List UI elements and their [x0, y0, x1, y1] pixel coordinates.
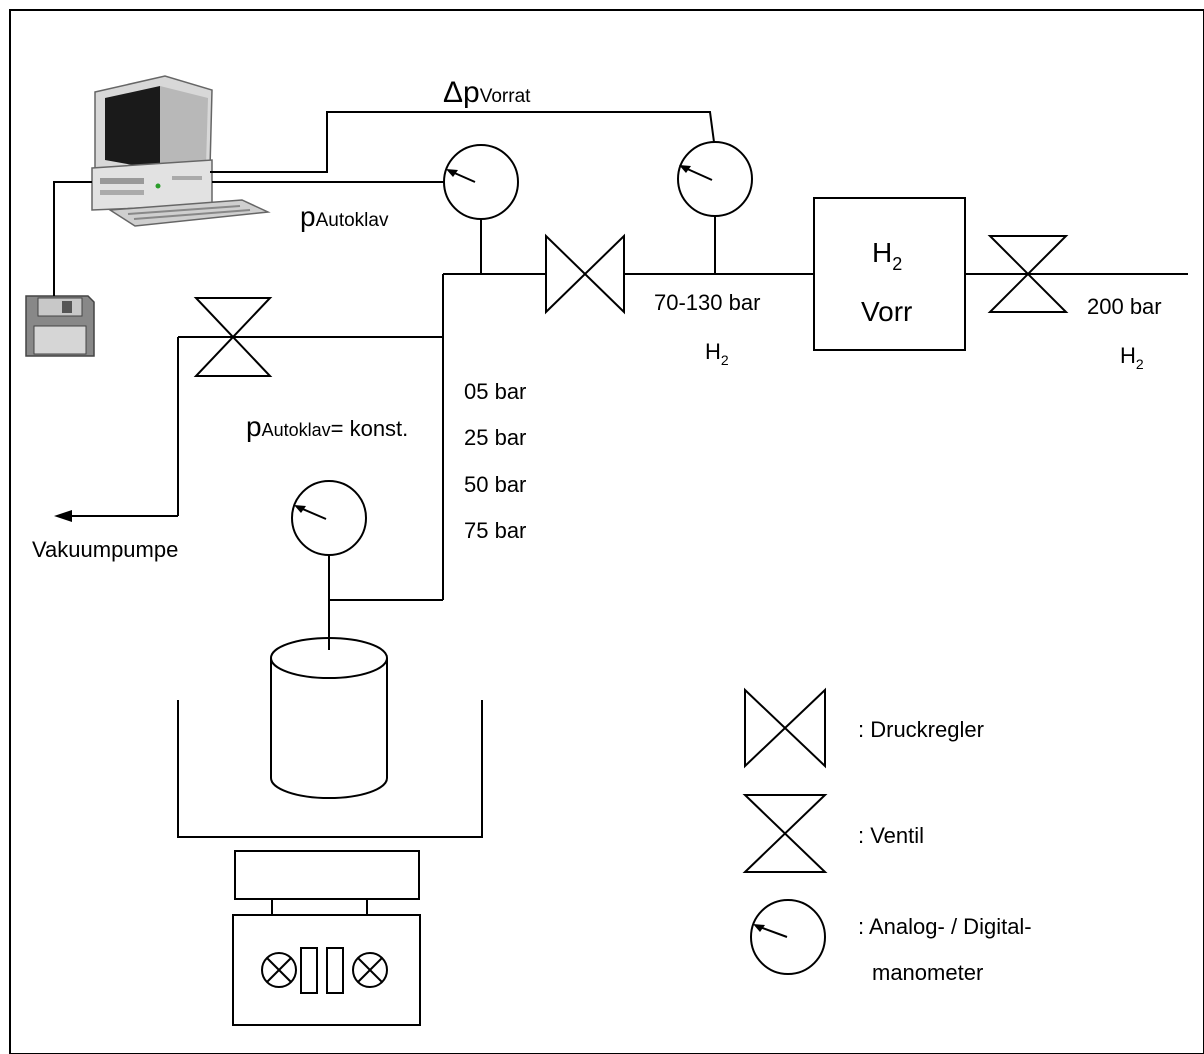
pressure-setting-3: 50 bar — [464, 472, 526, 497]
desktop-computer-icon — [91, 75, 271, 227]
pressure-gauge-icon — [443, 144, 519, 220]
pressure-regulator-icon — [744, 687, 826, 769]
pressure-setting-2: 25 bar — [464, 425, 526, 450]
knob-icon — [352, 952, 388, 988]
pressure-gauge-icon — [750, 899, 826, 975]
pressure-setting-1: 05 bar — [464, 379, 526, 404]
arrow-icon — [54, 510, 72, 522]
display-slot — [300, 947, 318, 994]
legend: : Druckregler : Ventil : Analog- / Digit… — [742, 687, 1032, 985]
pressure-regulator-icon — [545, 233, 625, 315]
vorr-label: Vorr — [861, 296, 912, 327]
supply-pressure-label: 200 bar — [1087, 294, 1162, 319]
valve-icon — [742, 794, 828, 873]
pressure-gauge-icon — [291, 480, 367, 556]
legend-manometer-label: : Analog- / Digital- — [858, 914, 1032, 939]
legend-manometer-label-2: manometer — [872, 960, 983, 985]
display-slot — [326, 947, 344, 994]
pressure-setting-4: 75 bar — [464, 518, 526, 543]
autoclave-vessel — [270, 600, 388, 799]
magnetic-stirrer — [232, 850, 421, 1026]
heating-bath — [177, 700, 483, 838]
supply-gas-label: H2 — [1120, 343, 1144, 372]
p-autoklav-label: pAutoklav — [300, 201, 389, 232]
p-autoklav-konst-label: pAutoklav= konst. — [246, 411, 408, 442]
pipe-lines — [64, 216, 1188, 650]
valve-icon — [193, 297, 273, 377]
floppy-disk-icon — [25, 295, 95, 357]
h2-box-label: H2 — [872, 237, 902, 274]
legend-ventil-label: : Ventil — [858, 823, 924, 848]
delta-p-vorrat-label: ΔpVorrat — [443, 76, 531, 109]
valve-icon — [987, 235, 1069, 313]
mid-pressure-label: 70-130 bar — [654, 290, 760, 315]
legend-druckregler-label: : Druckregler — [858, 717, 984, 742]
h2-storage-box — [813, 197, 966, 351]
mid-gas-label: H2 — [705, 339, 729, 368]
pressure-gauge-icon — [677, 141, 753, 217]
vakuumpumpe-label: Vakuumpumpe — [32, 537, 178, 562]
knob-icon — [261, 952, 297, 988]
signal-wires — [53, 111, 715, 296]
diagram-frame — [9, 9, 1204, 1054]
